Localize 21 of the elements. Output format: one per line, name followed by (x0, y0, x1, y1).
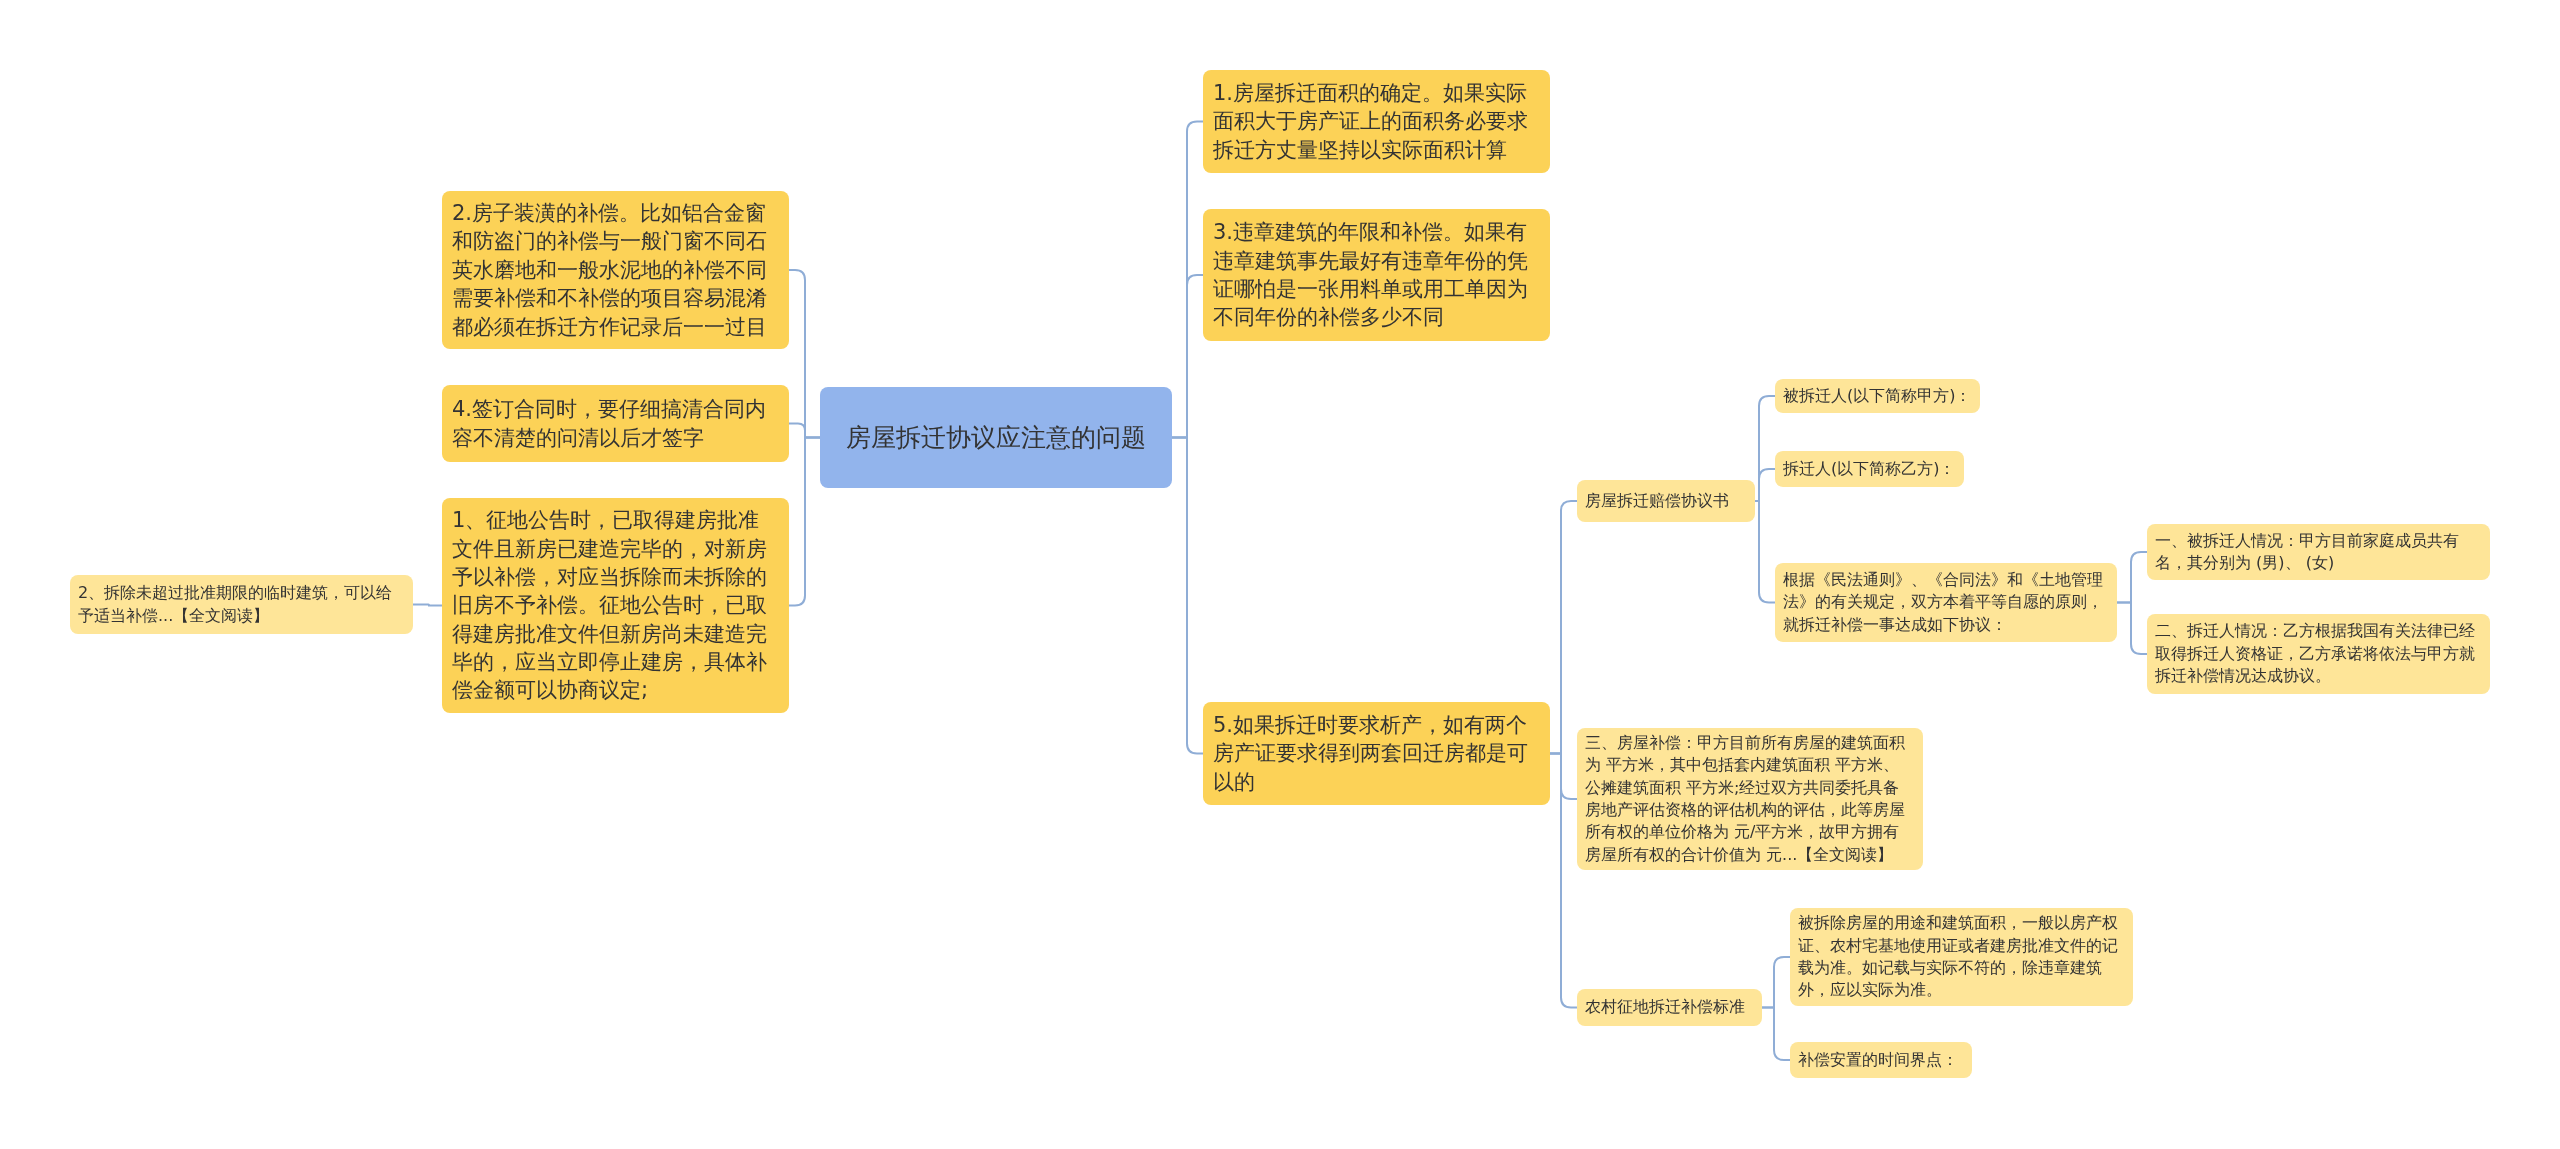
topic-box: 1.房屋拆迁面积的确定。如果实际面积大于房产证上的面积务必要求拆迁方丈量坚持以实际面积计算 (1203, 70, 1550, 173)
connector-line (412, 603, 443, 607)
topic-box: 1、征地公告时，已取得建房批准文件且新房已建造完毕的，对新房予以补偿，对应当拆除而未拆除的旧房不予补偿。征地公告时，已取得建房批准文件但新房尚未建造完毕的，应当立即停止建房，具体补偿金额可以协商议定; (442, 498, 789, 713)
topic-box: 2.房子装潢的补偿。比如铝合金窗和防盗门的补偿与一般门窗不同石英水磨地和一般水泥地的补偿不同需要补偿和不补偿的项目容易混淆都必须在拆迁方作记录后一一过目 (442, 191, 789, 349)
subtopic-box: 被拆迁人(以下简称甲方)： (1775, 379, 1980, 413)
subtopic-box: 一、被拆迁人情况：甲方目前家庭成员共有名，其分别为 (男)、 (女) (2147, 524, 2490, 580)
subtopic-box: 三、房屋补偿：甲方目前所有房屋的建筑面积为 平方米，其中包括套内建筑面积 平方米、公摊建筑面积 平方米;经过双方共同委托具备房地产评估资格的评估机构的评估，此等房屋所有权的单位价格为 元/平方米，故甲方拥有房屋所有权的合计价值为 元...【全文阅读】 (1577, 728, 1923, 870)
subtopic-box: 补偿安置的时间界点： (1790, 1042, 1972, 1078)
subtopic-box: 被拆除房屋的用途和建筑面积，一般以房产权证、农村宅基地使用证或者建房批准文件的记载为准。如记载与实际不符的，除违章建筑外，应以实际为准。 (1790, 908, 2133, 1006)
central-topic-box: 房屋拆迁协议应注意的问题 (820, 387, 1172, 488)
topic-box: 5.如果拆迁时要求析产，如有两个房产证要求得到两套回迁房都是可以的 (1203, 702, 1550, 805)
subtopic-box: 房屋拆迁赔偿协议书 (1577, 480, 1755, 522)
connector-line (2116, 601, 2148, 655)
subtopic-box: 拆迁人(以下简称乙方)： (1775, 451, 1964, 487)
topic-box: 3.违章建筑的年限和补偿。如果有违章建筑事先最好有违章年份的凭证哪怕是一张用料单或用工单因为不同年份的补偿多少不同 (1203, 209, 1550, 341)
connector-line (1761, 1006, 1791, 1061)
subtopic-box: 根据《民法通则》、《合同法》和《土地管理法》的有关规定，双方本着平等自愿的原则，就拆迁补偿一事达成如下协议： (1775, 563, 2117, 642)
subtopic-box: 农村征地拆迁补偿标准 (1577, 989, 1762, 1026)
subtopic-box: 二、拆迁人情况：乙方根据我国有关法律已经取得拆迁人资格证，乙方承诺将依法与甲方就拆迁补偿情况达成协议。 (2147, 614, 2490, 694)
subtopic-box: 2、拆除未超过批准期限的临时建筑，可以给予适当补偿...【全文阅读】 (70, 575, 413, 634)
topic-box: 4.签订合同时，要仔细搞清合同内容不清楚的问清以后才签字 (442, 385, 789, 462)
